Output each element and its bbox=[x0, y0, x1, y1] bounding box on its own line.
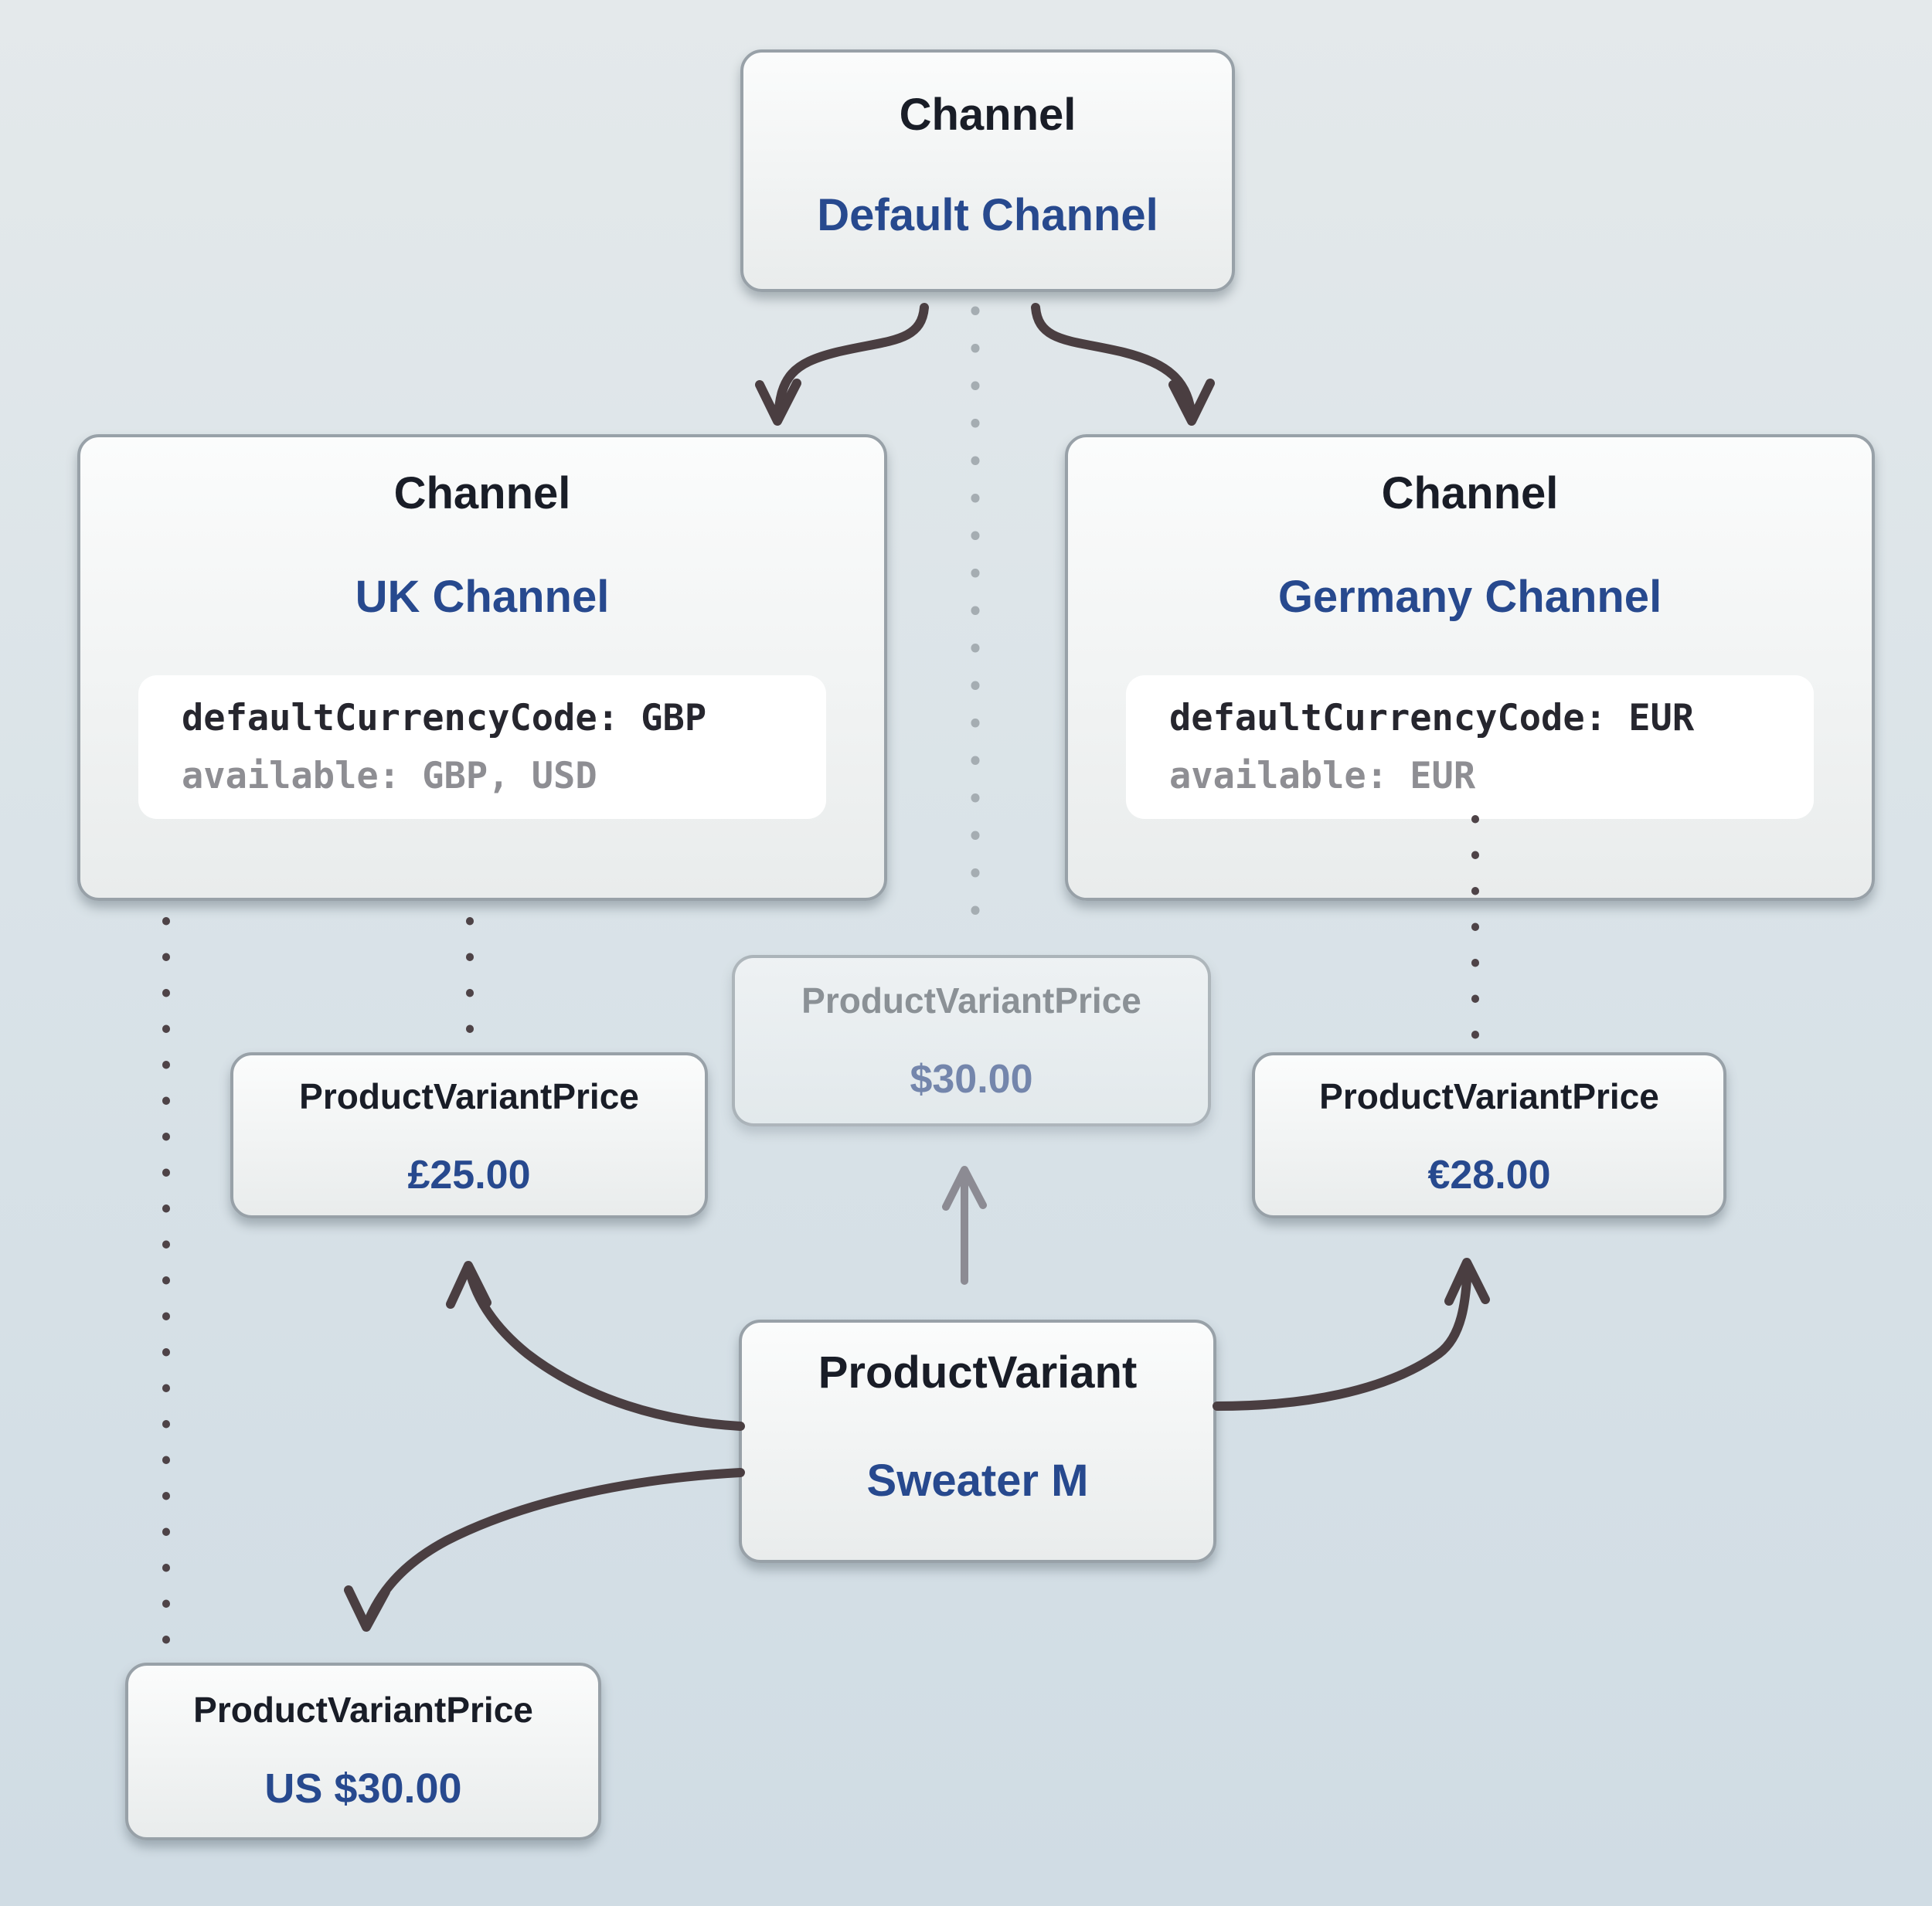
node-germany-channel: Channel Germany Channel defaultCurrencyC… bbox=[1065, 434, 1875, 901]
available-currencies-line: available: GBP, USD bbox=[182, 755, 597, 797]
arrowhead-down bbox=[1168, 379, 1215, 426]
node-type-label: Channel bbox=[393, 468, 571, 518]
node-germany-price: ProductVariantPrice €28.00 bbox=[1252, 1052, 1726, 1218]
edge-product-variant-to-us-price bbox=[344, 1468, 745, 1632]
edge-default-channel-to-germany-channel bbox=[1031, 303, 1215, 426]
uk-channel-currency-code-block: defaultCurrencyCode: GBP available: GBP,… bbox=[138, 675, 826, 819]
node-name-label: Default Channel bbox=[817, 190, 1158, 240]
arrowhead-down bbox=[755, 379, 801, 426]
node-name-label: UK Channel bbox=[355, 572, 610, 622]
arrowhead-up bbox=[942, 1166, 987, 1211]
node-type-label: ProductVariantPrice bbox=[1319, 1076, 1659, 1116]
edge-product-variant-to-germany-price bbox=[1213, 1258, 1490, 1411]
default-currency-line: defaultCurrencyCode: EUR bbox=[1169, 697, 1695, 739]
arrowhead-up bbox=[1444, 1258, 1490, 1306]
node-default-channel: Channel Default Channel bbox=[740, 49, 1235, 292]
node-type-label: ProductVariantPrice bbox=[801, 980, 1141, 1021]
node-us-price: ProductVariantPrice US $30.00 bbox=[125, 1663, 601, 1840]
node-type-label: ProductVariantPrice bbox=[299, 1076, 639, 1116]
price-value: US $30.00 bbox=[264, 1765, 462, 1812]
node-uk-price: ProductVariantPrice £25.00 bbox=[230, 1052, 708, 1218]
edge-product-variant-to-default-price bbox=[942, 1166, 987, 1285]
edge-product-variant-to-uk-price bbox=[446, 1261, 745, 1431]
price-value: £25.00 bbox=[407, 1153, 531, 1198]
arrowhead-up bbox=[446, 1261, 492, 1309]
node-uk-channel: Channel UK Channel defaultCurrencyCode: … bbox=[77, 434, 887, 901]
node-type-label: Channel bbox=[1381, 468, 1559, 518]
arrowhead-down bbox=[344, 1585, 390, 1632]
price-value: €28.00 bbox=[1427, 1153, 1551, 1198]
node-name-label: Germany Channel bbox=[1277, 572, 1662, 622]
price-value: $30.00 bbox=[910, 1057, 1033, 1102]
node-type-label: ProductVariantPrice bbox=[193, 1690, 533, 1730]
default-currency-line: defaultCurrencyCode: GBP bbox=[182, 697, 707, 739]
germany-channel-currency-code-block: defaultCurrencyCode: EUR available: EUR bbox=[1126, 675, 1814, 819]
node-product-variant: ProductVariant Sweater M bbox=[739, 1320, 1216, 1563]
node-default-channel-price-faded: ProductVariantPrice $30.00 bbox=[732, 955, 1211, 1126]
edge-default-channel-to-uk-channel bbox=[755, 303, 929, 426]
node-type-label: ProductVariant bbox=[818, 1347, 1138, 1398]
node-type-label: Channel bbox=[899, 90, 1077, 140]
node-name-label: Sweater M bbox=[866, 1456, 1089, 1506]
available-currencies-line: available: EUR bbox=[1169, 755, 1476, 797]
